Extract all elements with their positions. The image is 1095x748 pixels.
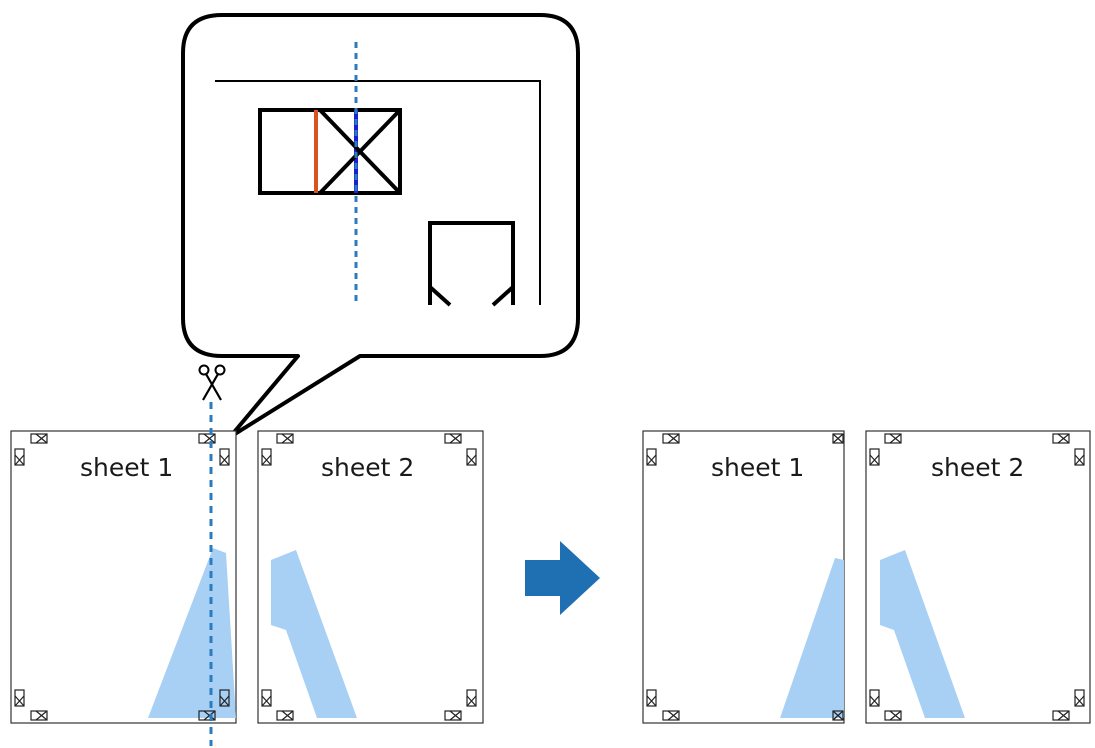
callout-bubble <box>181 13 580 439</box>
sheet-1-after-label: sheet 1 <box>711 453 804 482</box>
sheet-2-label: sheet 2 <box>321 453 414 482</box>
zoom-crop-mark-partial <box>428 221 515 307</box>
sheet-2-after: sheet 2 <box>865 430 1091 724</box>
zoom-sheet-edge <box>215 80 541 305</box>
zoom-crop-mark <box>258 108 402 195</box>
zoom-callout <box>181 13 580 439</box>
sheet-2-before: sheet 2 <box>257 430 484 724</box>
sheet-2-shape <box>271 550 357 718</box>
sheet-1-shape <box>148 548 236 718</box>
crop-marks <box>869 433 1085 721</box>
sheet-1-before: sheet 1 <box>10 430 237 724</box>
crop-marks <box>646 433 844 721</box>
right-arrow-icon <box>525 541 600 615</box>
sheet-1-after-shape <box>780 558 844 718</box>
sheet-2-after-label: sheet 2 <box>931 453 1024 482</box>
sheet-1-after: sheet 1 <box>642 430 845 724</box>
crop-marks <box>261 433 477 721</box>
scissors-icon <box>198 364 226 401</box>
sheet-1-label: sheet 1 <box>80 453 173 482</box>
sheet-2-after-shape <box>880 550 965 718</box>
